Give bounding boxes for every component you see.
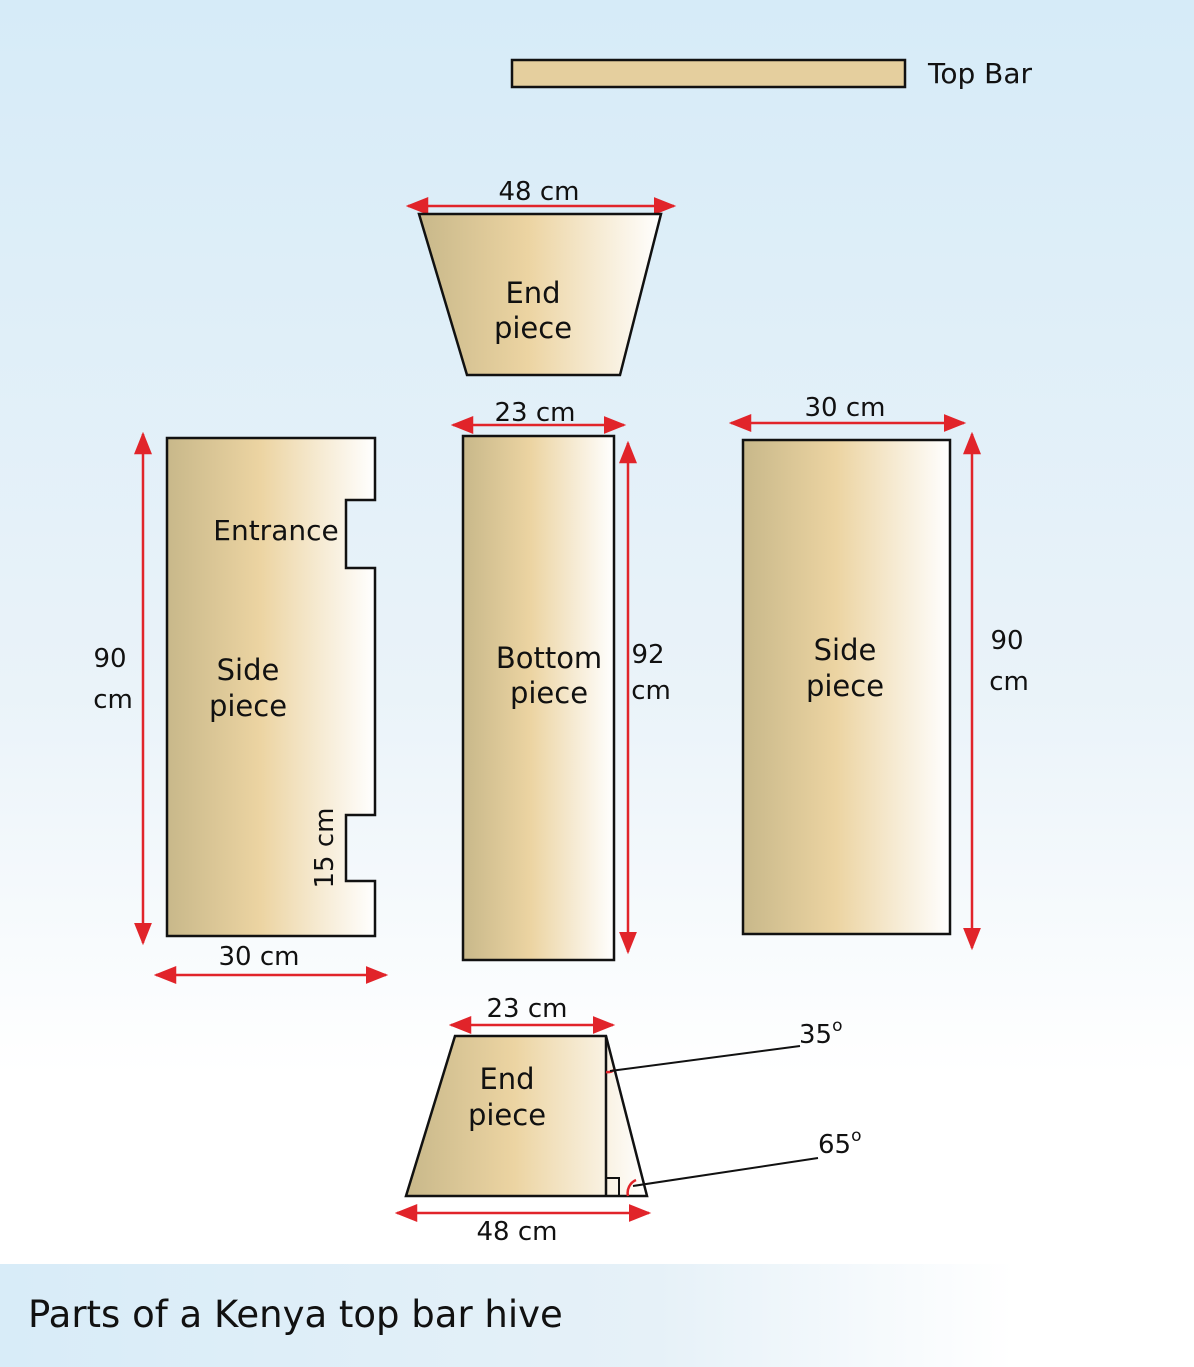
left-height-unit: cm <box>93 685 133 715</box>
end-top-width-label: 48 cm <box>499 177 580 207</box>
angle-65-label: 65o <box>818 1126 862 1160</box>
left-width-label: 30 cm <box>219 942 300 972</box>
right-height-number: 90 <box>990 626 1023 656</box>
bottom-piece <box>461 434 616 962</box>
side-piece-left-label-2: piece <box>209 689 287 723</box>
top-bar-label: Top Bar <box>927 57 1033 90</box>
side-piece-right <box>741 438 952 936</box>
bottom-width-label: 23 cm <box>495 398 576 428</box>
angle-65-leader <box>632 1157 819 1187</box>
side-piece-right-label-2: piece <box>806 669 884 703</box>
end2-bottom-width-label: 48 cm <box>477 1217 558 1247</box>
top-bar-piece <box>510 58 907 89</box>
end-piece-lower <box>404 1034 649 1198</box>
side-piece-right-label-1: Side <box>814 633 877 667</box>
angle-35-label: 35o <box>799 1016 843 1050</box>
angle-65-arc <box>626 1178 637 1197</box>
notch-height-label: 15 cm <box>310 808 340 889</box>
right-angle-marker <box>605 1177 620 1197</box>
end-piece-upper-label-2: piece <box>494 311 572 345</box>
end-piece-lower-label-2: piece <box>468 1098 546 1132</box>
diagram-caption: Parts of a Kenya top bar hive <box>28 1293 563 1336</box>
bottom-piece-label-2: piece <box>510 676 588 710</box>
end-piece-upper-label-1: End <box>505 276 560 310</box>
left-height-number: 90 <box>93 644 126 674</box>
right-height-unit: cm <box>989 667 1029 697</box>
bottom-height-unit: cm <box>631 676 671 706</box>
bottom-height-number: 92 <box>631 640 664 670</box>
caption-bar <box>0 1264 1194 1367</box>
end-piece-upper <box>417 212 663 377</box>
right-width-label: 30 cm <box>805 393 886 423</box>
end-piece-lower-label-1: End <box>479 1062 534 1096</box>
end2-top-width-label: 23 cm <box>487 994 568 1024</box>
side-piece-left-label-1: Side <box>217 653 280 687</box>
angle-35-leader <box>609 1045 801 1072</box>
entrance-label: Entrance <box>213 514 338 547</box>
bottom-piece-label-1: Bottom <box>496 641 602 675</box>
side-piece-left <box>165 436 377 938</box>
